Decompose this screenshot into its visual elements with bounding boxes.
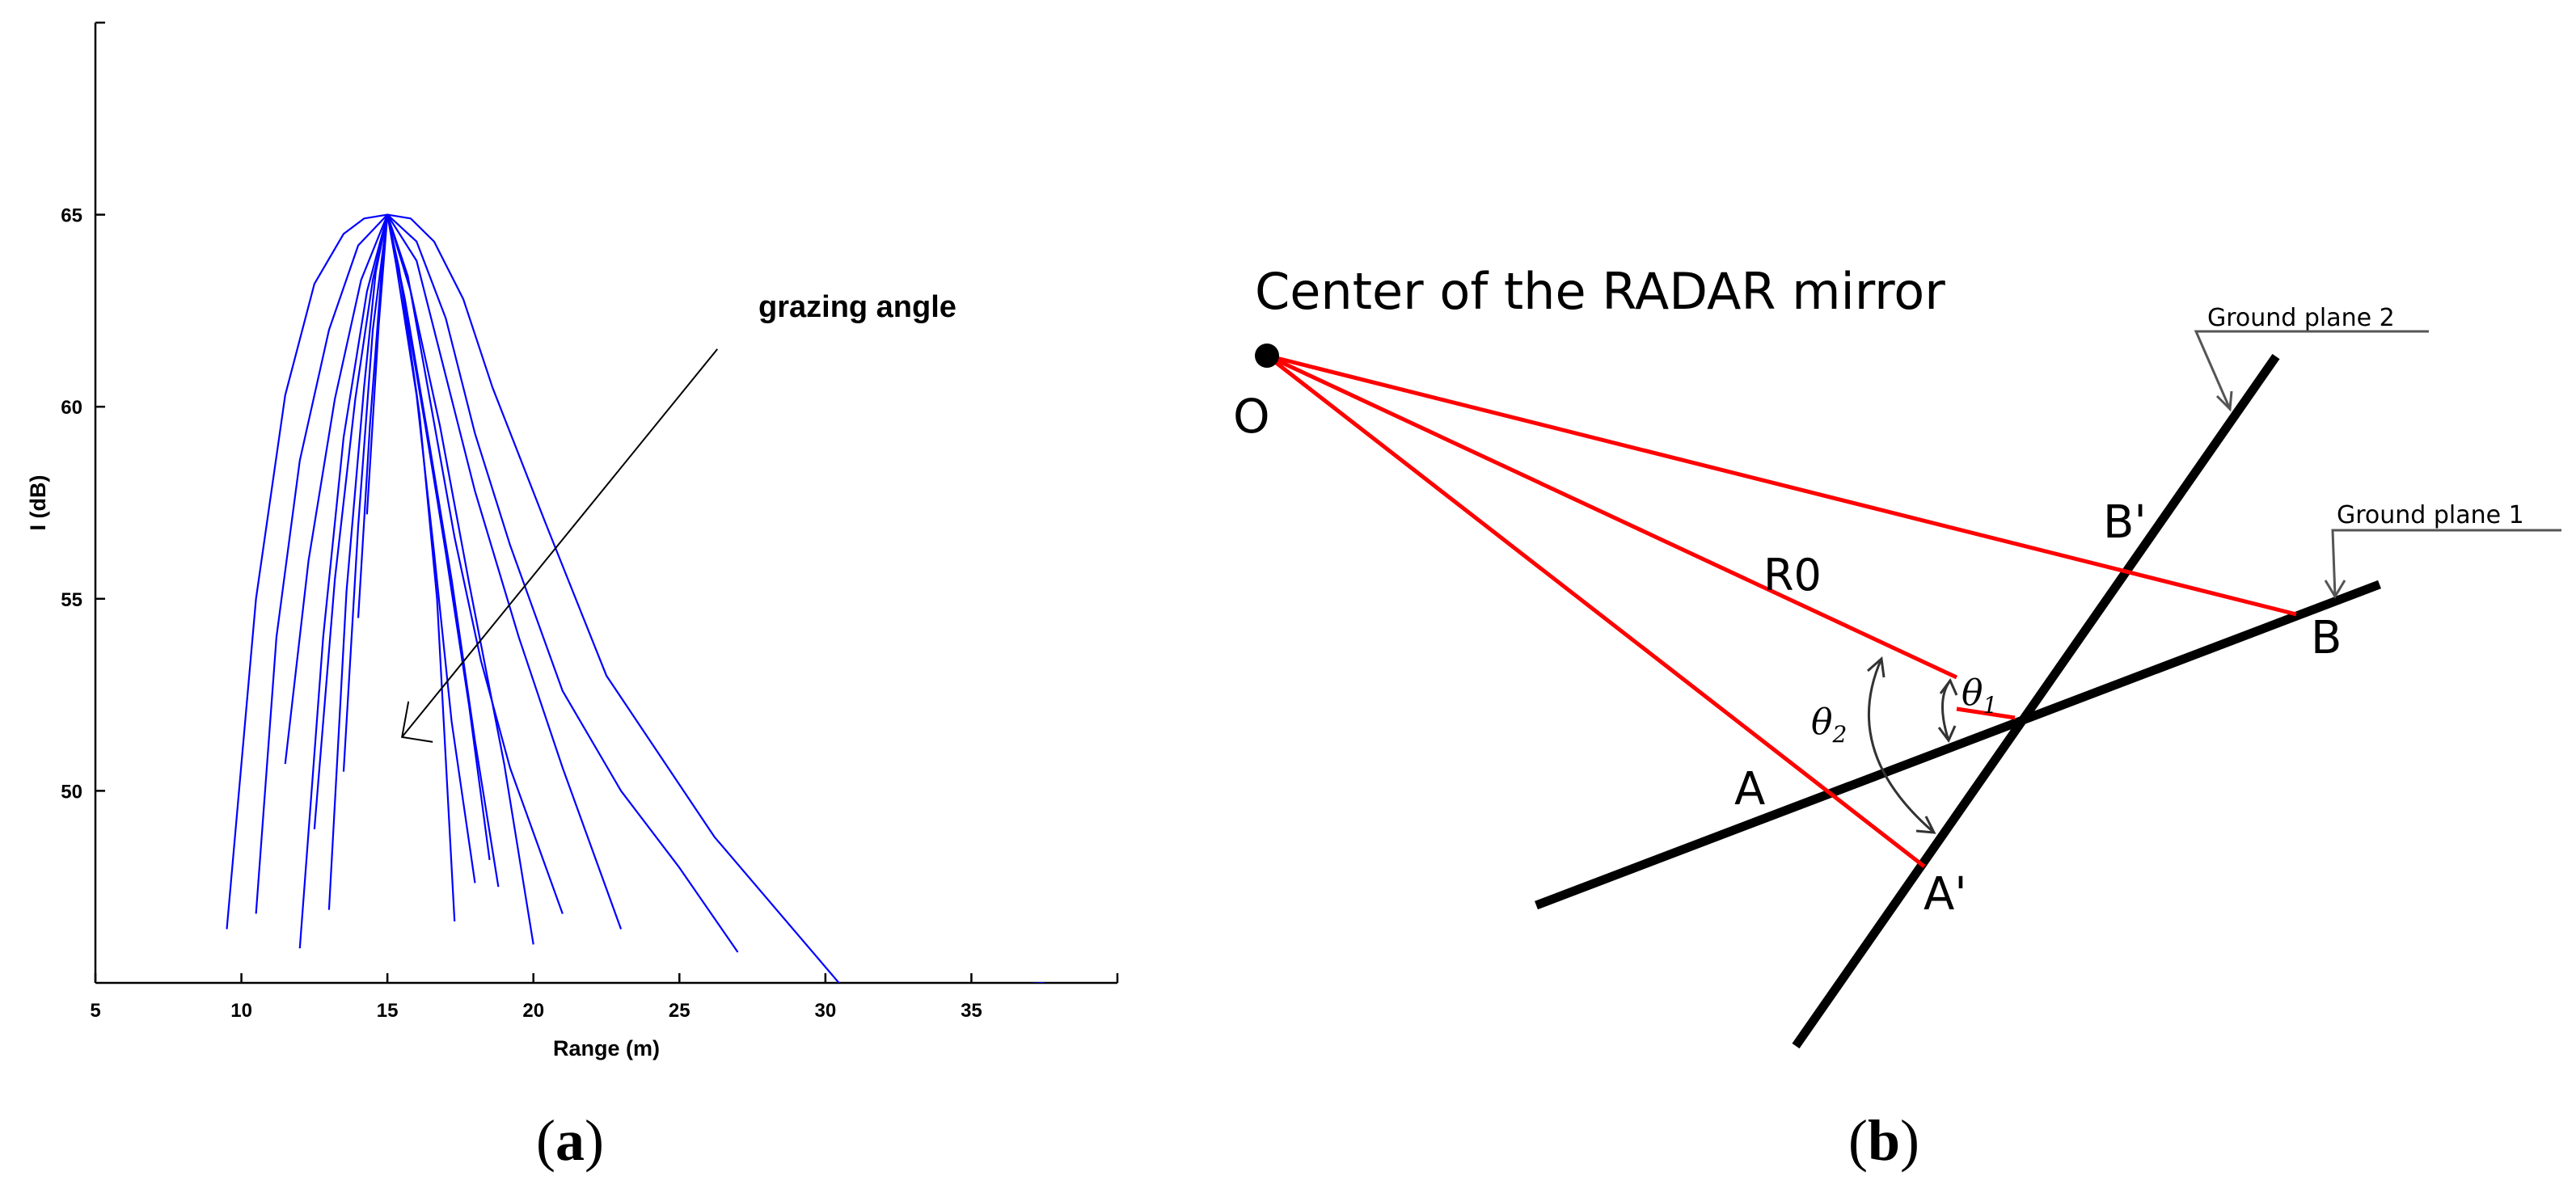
caption-a: (a) (536, 1108, 604, 1173)
y-tick-label: 50 (61, 781, 82, 803)
theta2-arrowhead-top (1867, 656, 1886, 678)
theta2-symbol: θ2 (1811, 702, 1847, 748)
radar-origin-dot (1255, 344, 1279, 368)
x-tick-label: 20 (522, 1000, 544, 1022)
theta2-arc (1867, 658, 1935, 834)
ground-plane-1-arrowhead (2324, 580, 2346, 599)
point-a-label: A (1734, 763, 1765, 816)
theta1-arrowhead-top (1939, 678, 1958, 696)
x-tick-label: 15 (377, 1000, 399, 1022)
origin-label: O (1233, 389, 1270, 444)
ground-plane-1-line (1535, 580, 2381, 910)
chart-series (226, 213, 1045, 983)
ground-plane-2-line (1792, 353, 2280, 1049)
point-b-prime-label: B' (2103, 496, 2147, 549)
y-tick-label: 60 (61, 397, 82, 419)
ray-to-b (1266, 353, 2297, 617)
ground-plane-1-label: Ground plane 1 (2337, 501, 2524, 529)
theta1-arrowhead-bottom (1937, 725, 1957, 743)
ground-plane-2-arrowhead (2215, 390, 2233, 412)
range-intensity-chart: 5 10 15 20 25 30 35 50 55 60 65 Range (m) I (dB) g… (26, 21, 1119, 1060)
series-line-6 (327, 213, 500, 910)
grazing-angle-annotation: grazing angle (758, 290, 956, 324)
x-tick-label: 5 (90, 1000, 100, 1022)
ground-plane-2-label: Ground plane 2 (2207, 304, 2395, 332)
ground-plane-2-callout (2194, 330, 2429, 410)
diagram-title: Center of the RADAR mirror (1255, 262, 1945, 321)
series-line-1 (226, 213, 1045, 983)
r0-label: R0 (1763, 550, 1822, 601)
series-line-2 (255, 213, 739, 953)
chart-ticks: 5 10 15 20 25 30 35 50 55 60 65 (61, 205, 982, 1022)
arrow-head (401, 701, 433, 743)
radar-geometry-diagram: Center of the RADAR mirror O R0 A A' B B… (1233, 262, 2561, 1049)
ray-r0 (1265, 353, 1958, 680)
ray-r0-tail (1956, 706, 2016, 720)
arrow-shaft (401, 348, 719, 738)
x-tick-label: 25 (669, 1000, 690, 1022)
ray-to-a-prime (1265, 354, 1926, 868)
x-tick-label: 30 (815, 1000, 837, 1022)
series-line-4 (298, 213, 534, 949)
theta2-arrowhead-bottom (1915, 816, 1936, 834)
y-axis-label: I (dB) (26, 475, 50, 531)
y-tick-label: 55 (61, 589, 82, 611)
series-line-8 (357, 213, 456, 922)
point-b-label: B (2311, 612, 2342, 664)
ground-plane-1-callout (2331, 529, 2561, 597)
x-tick-label: 35 (961, 1000, 982, 1022)
y-tick-label: 65 (61, 205, 82, 227)
caption-b: (b) (1848, 1108, 1919, 1173)
series-line-5 (313, 213, 564, 914)
series-line-9 (365, 213, 476, 883)
x-axis-label: Range (m) (553, 1036, 660, 1060)
x-tick-label: 10 (230, 1000, 252, 1022)
grazing-angle-arrow (401, 348, 719, 743)
theta1-symbol: θ1 (1962, 673, 1997, 719)
series-line-3 (284, 213, 623, 930)
point-a-prime-label: A' (1924, 868, 1967, 921)
chart-axes (94, 21, 1119, 985)
